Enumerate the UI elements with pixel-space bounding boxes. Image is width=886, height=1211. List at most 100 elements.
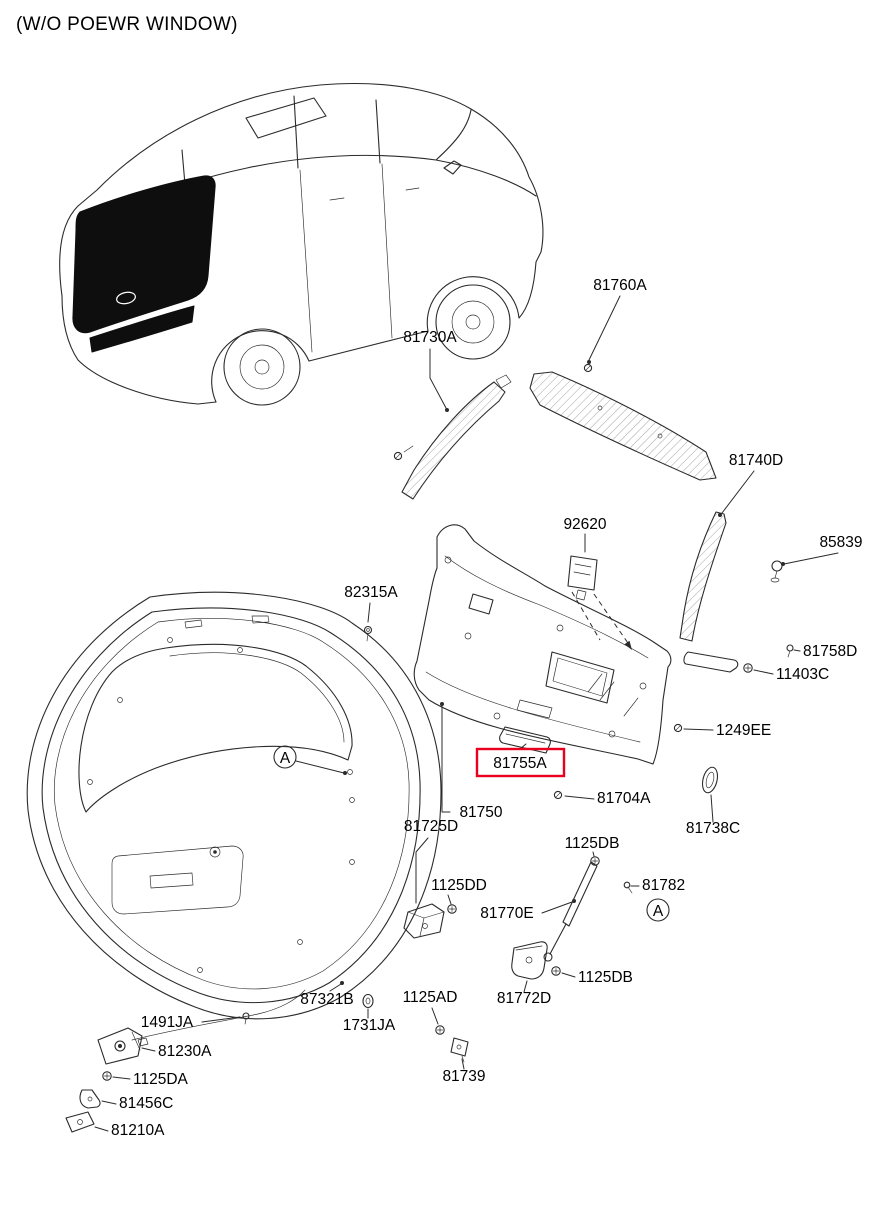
callout-1125DA: 1125DA xyxy=(112,1071,189,1088)
part-label: 81770E xyxy=(480,905,533,922)
part-label: 81772D xyxy=(497,990,551,1007)
view-marker-letter: A xyxy=(280,750,291,767)
vehicle-illustration xyxy=(59,82,544,406)
callout-92620: 92620 xyxy=(563,516,607,553)
part-label: 81725D xyxy=(404,818,458,835)
weatherstrip-loop xyxy=(26,591,442,1020)
callout-81230A: 81230A xyxy=(141,1043,212,1060)
license-recess xyxy=(111,845,244,915)
part-label: 87321B xyxy=(300,991,353,1008)
callout-1731JA: 1731JA xyxy=(343,1008,396,1034)
callout-1125AD: 1125AD xyxy=(403,989,458,1025)
part-label: 92620 xyxy=(563,516,606,533)
latch-cable xyxy=(131,989,306,1041)
view-marker-a-tailgate: A xyxy=(273,745,347,775)
callout-1125DB-upper: 1125DB xyxy=(565,835,620,857)
side-mirror xyxy=(443,160,462,175)
part-1731JA-grommet xyxy=(362,993,374,1009)
part-85839-grommet xyxy=(770,560,783,583)
part-92620-switch xyxy=(567,555,632,650)
part-81210A-bracket xyxy=(65,1111,95,1133)
callout-81750: 81750 xyxy=(440,702,503,821)
part-81758D-clip xyxy=(786,644,794,658)
part-1249EE-screw xyxy=(673,723,683,733)
callout-81738C: 81738C xyxy=(686,794,740,837)
part-label: 1125DB xyxy=(578,969,633,986)
part-label: 1249EE xyxy=(716,722,771,739)
part-label: 11403C xyxy=(776,666,829,683)
callout-81782: 81782 xyxy=(630,877,685,894)
part-11403C-bolt xyxy=(743,663,753,673)
callout-81755A-highlighted: 81755A xyxy=(475,743,566,778)
brand-logo xyxy=(116,291,136,305)
callout-81725D: 81725D xyxy=(404,818,458,904)
part-81750-trim-panel xyxy=(413,524,672,765)
callout-81739: 81739 xyxy=(442,1058,486,1085)
part-81456C-striker xyxy=(79,1089,101,1109)
callout-82315A: 82315A xyxy=(344,584,398,623)
part-label: 81230A xyxy=(158,1043,212,1060)
part-1125DA-bolt xyxy=(102,1071,112,1081)
part-label: 81456C xyxy=(119,1095,173,1112)
part-81704A-clip xyxy=(553,790,563,800)
part-label: 81758D xyxy=(803,643,857,660)
part-label: 1731JA xyxy=(343,1017,396,1034)
part-1125AD-bolt xyxy=(435,1025,445,1035)
callout-1125DB-lower: 1125DB xyxy=(561,969,633,986)
lower-bracket xyxy=(683,651,739,673)
part-81772D-bracket xyxy=(511,941,548,980)
sunroof xyxy=(245,97,327,139)
callout-81760A: 81760A xyxy=(587,277,647,364)
part-81230A-latch xyxy=(97,1027,149,1065)
callout-81740D: 81740D xyxy=(718,452,783,517)
part-81739-clip xyxy=(450,1037,469,1063)
part-label: 81760A xyxy=(593,277,647,294)
callout-81770E: 81770E xyxy=(480,899,576,922)
part-label: 1125AD xyxy=(403,989,458,1006)
part-label: 1491JA xyxy=(141,1014,194,1031)
part-81755A-pull-handle-cover xyxy=(499,726,551,754)
part-81738C-bracket xyxy=(701,766,719,794)
rear-glass-blackout xyxy=(72,175,216,334)
part-81782-pin xyxy=(623,881,633,894)
callout-1125DD: 1125DD xyxy=(431,877,487,905)
part-label-highlighted: 81755A xyxy=(493,755,547,772)
callout-1249EE: 1249EE xyxy=(683,722,771,739)
callout-81704A: 81704A xyxy=(564,790,651,807)
callout-81210A: 81210A xyxy=(94,1122,165,1139)
part-81740D-garnish xyxy=(679,511,739,673)
part-label: 1125DA xyxy=(133,1071,189,1088)
callout-87321B: 87321B xyxy=(300,981,354,1008)
part-1491JA-clip xyxy=(242,1012,250,1025)
part-label: 82315A xyxy=(344,584,398,601)
view-marker-letter: A xyxy=(653,903,664,920)
window-opening xyxy=(78,643,353,813)
callout-85839: 85839 xyxy=(781,534,863,566)
callout-1491JA: 1491JA xyxy=(141,1014,241,1031)
part-label: 81750 xyxy=(459,804,502,821)
part-81770E-gas-lifter xyxy=(543,861,598,962)
diagram-title: (W/O POEWR WINDOW) xyxy=(16,14,238,35)
part-label: 85839 xyxy=(819,534,862,551)
part-1125DD-bolt xyxy=(447,904,457,914)
part-1125DB-bolt-upper xyxy=(590,856,600,866)
part-label: 81730A xyxy=(403,329,457,346)
part-81725D-bracket xyxy=(403,903,445,939)
rear-bumper-shadow xyxy=(89,305,195,353)
part-label: 81782 xyxy=(642,877,685,894)
part-82315A-clip xyxy=(363,625,373,642)
part-1125DB-bolt-lower xyxy=(551,966,561,976)
callout-81758D: 81758D xyxy=(793,643,857,660)
part-label: 81739 xyxy=(442,1068,485,1085)
part-label: 1125DD xyxy=(431,877,487,894)
part-label: 81738C xyxy=(686,820,740,837)
part-label: 81704A xyxy=(597,790,651,807)
callout-81730A: 81730A xyxy=(403,329,457,412)
part-81760A-trim xyxy=(529,363,717,481)
part-81730A-garnish xyxy=(393,374,512,500)
tailgate-illustration xyxy=(26,591,442,1041)
callout-11403C: 11403C xyxy=(753,666,829,683)
part-label: 1125DB xyxy=(565,835,620,852)
